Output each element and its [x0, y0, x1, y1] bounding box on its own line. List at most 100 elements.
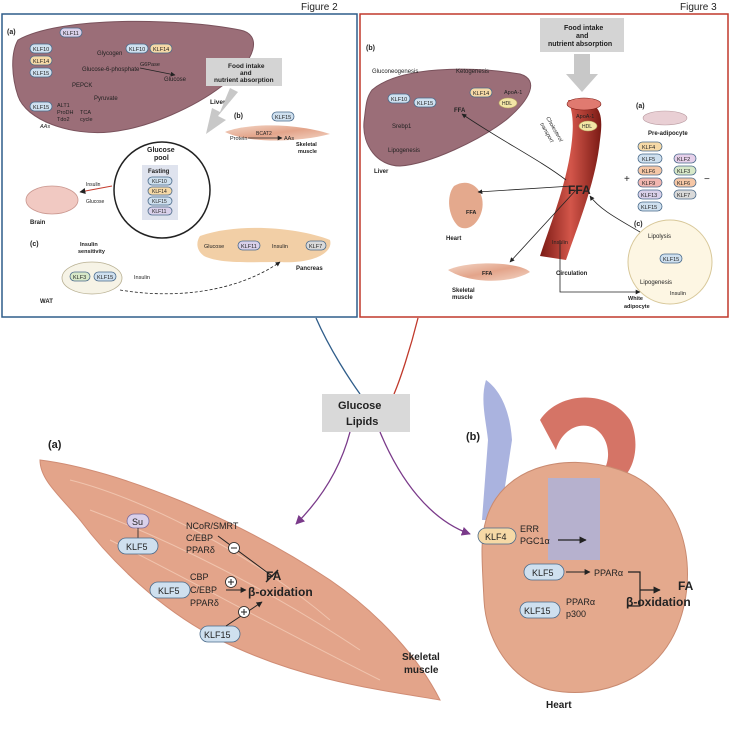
bottom-a-klf5-1: KLF5 — [126, 542, 148, 552]
fig3-anti-klf-2: KLF6 — [677, 181, 690, 187]
fig3-preadipocyte-shape — [642, 110, 688, 126]
fig2-pool-l2: pool — [154, 155, 169, 162]
bottom-a-act-0: CBP — [190, 572, 209, 582]
fig3-adipo-klf15: KLF15 — [663, 257, 679, 263]
bottom-a-rep-2: PPARδ — [186, 545, 215, 555]
fig2-pyruvate: Pyruvate — [94, 96, 118, 102]
fig2-muscle-klf15: KLF15 — [275, 115, 291, 121]
fig3-lipogenesis-c: Lipogenesis — [640, 280, 672, 286]
bottom-a-klf5-pill-2 — [149, 581, 191, 599]
fig3-connector — [393, 317, 419, 395]
fig2-bcat2: BCAT2 — [256, 131, 272, 137]
fig2-pancreas-klf7: KLF7 — [309, 244, 322, 250]
center-to-heart-arrow — [379, 431, 471, 536]
bottom-b-ppara2: PPARα — [566, 597, 595, 607]
fig3-liver-klf10: KLF10 — [391, 97, 407, 103]
fig3-panel-b-label: (b) — [366, 45, 375, 52]
fig2-pancreas-glucose: Glucose — [204, 244, 224, 250]
fig2-wat-klf15: KLF15 — [97, 275, 113, 281]
fig3-vessel — [540, 100, 602, 260]
fig2-brain-glucose: Glucose — [86, 199, 105, 205]
fig2-fasting-klf-3: KLF11 — [152, 209, 167, 215]
bottom-a-tissue-2: muscle — [404, 665, 439, 676]
bottom-b-klf5-pill — [523, 563, 565, 581]
bottom-a-klf15-pill — [199, 625, 241, 643]
fig3-apoa1: ApoA-1 — [504, 90, 522, 96]
fig2-liver-shape — [12, 20, 255, 134]
bottom-a-label: (a) — [48, 439, 62, 451]
fig2-brain-insulin: Insulin — [86, 182, 101, 188]
bottom-b-klf15: KLF15 — [524, 606, 551, 616]
fig3-white-2: adipocyte — [624, 304, 650, 310]
bottom-panel-a: (a) Su KLF5 NCoR/SMRT C/EBP PPARδ KLF5 C… — [39, 439, 441, 701]
bottom-heart-shape — [481, 461, 688, 693]
fig3-preadipocyte: Pre-adipocyte — [648, 131, 688, 137]
fig2-g6p: Glucose-6-phosphate — [82, 67, 140, 73]
fig3-anti-klf-list: KLF2 KLF3 KLF6 KLF7 — [673, 153, 697, 200]
fig2-fasting-list: KLF10 KLF14 KLF15 KLF11 — [147, 176, 173, 216]
fig3-heart-label: Heart — [446, 236, 461, 242]
fig3-pro-klf-0: KLF4 — [642, 145, 655, 151]
fig3-muscle-shape — [448, 263, 530, 281]
fig2-food-l3: nutrient absorption — [214, 77, 274, 84]
figure-2-panel: Figure 2 (a) Liver Glycogen Glucose-6-ph… — [1, 2, 358, 318]
fig3-liver-klf15: KLF15 — [417, 101, 433, 107]
fig2-klf15b-pill: KLF15 — [33, 105, 49, 111]
fig2-klf14b-pill: KLF14 — [153, 47, 169, 53]
fig3-food-l2: and — [576, 33, 588, 40]
fig2-pancreas-label: Pancreas — [296, 266, 323, 272]
bottom-a-act-2: PPARδ — [190, 598, 219, 608]
fig2-protein: Protein — [230, 136, 247, 142]
center-line-1: Glucose — [338, 400, 381, 412]
bottom-a-klf5-pill-1 — [117, 537, 159, 555]
fig3-food-l3: nutrient absorption — [548, 41, 612, 48]
fig3-lipolysis: Lipolysis — [648, 234, 671, 240]
fig2-muscle: muscle — [298, 149, 317, 155]
fig3-food-box — [540, 18, 624, 52]
bottom-heart-vena — [482, 380, 512, 520]
bottom-a-act-1: C/EBP — [190, 585, 217, 595]
fig2-pool-l1: Glucose — [147, 147, 175, 154]
bottom-a-klf15: KLF15 — [204, 630, 231, 640]
fig3-panel-a-label: (a) — [636, 103, 645, 110]
bottom-a-rep-0: NCoR/SMRT — [186, 521, 239, 531]
bottom-b-klf5: KLF5 — [532, 568, 554, 578]
fig3-anti-klf-3: KLF7 — [677, 193, 690, 199]
bottom-b-klf15-pill — [519, 601, 561, 619]
fig3-food-l1: Food intake — [564, 25, 603, 32]
fig3-heart-shape — [449, 182, 483, 229]
fig2-panel-a-label: (a) — [7, 29, 16, 36]
fig2-pancreas-insulin: Insulin — [272, 244, 288, 250]
figure-3-panel: Figure 3 (b) Food intake and nutrient ab… — [359, 2, 729, 318]
fig2-brain-shape — [25, 185, 79, 215]
bottom-b-ppara: PPARα — [594, 568, 623, 578]
bottom-a-su: Su — [132, 517, 143, 527]
fig3-vessel-hdl: HDL — [582, 124, 592, 130]
bottom-a-fa: FA — [266, 569, 282, 583]
bottom-heart-aorta — [540, 397, 636, 480]
fig2-food-l1: Food intake — [228, 63, 265, 70]
fig2-aas: AAs — [39, 124, 50, 130]
fig2-panel-c-label: (c) — [30, 241, 39, 248]
fig2-wat-klf3: KLF3 — [73, 275, 86, 281]
fig3-srebp1: Srebp1 — [392, 124, 412, 130]
fig3-panel-c-label: (c) — [634, 221, 643, 228]
fig3-anti-klf-0: KLF2 — [677, 157, 690, 163]
fig2-fasting: Fasting — [148, 169, 170, 175]
fig2-skeletal: Skeletal — [296, 142, 317, 148]
fig3-liver-ffa: FFA — [454, 108, 466, 114]
fig2-wat-label: WAT — [40, 299, 53, 305]
fig2-food-box — [206, 58, 282, 86]
fig2-food-l2: and — [240, 70, 252, 77]
bottom-a-rep-1: C/EBP — [186, 533, 213, 543]
bottom-panel-b: (b) KLF4 ERR PGC1α KLF5 PPARα KLF15 PPAR… — [466, 380, 694, 711]
fig3-lipogenesis: Lipogenesis — [388, 148, 420, 154]
fig3-liver-klf14: KLF14 — [473, 91, 489, 97]
bottom-b-fa: FA — [678, 579, 694, 593]
fig2-cycle: cycle — [80, 117, 93, 123]
fig3-white-1: White — [628, 296, 643, 302]
fig2-klf10-pill: KLF10 — [33, 47, 49, 53]
fig2-prodh: ProDH — [57, 110, 74, 116]
fig2-ins-sens-1: Insulin — [80, 242, 98, 248]
bottom-a-klf5-2: KLF5 — [158, 586, 180, 596]
